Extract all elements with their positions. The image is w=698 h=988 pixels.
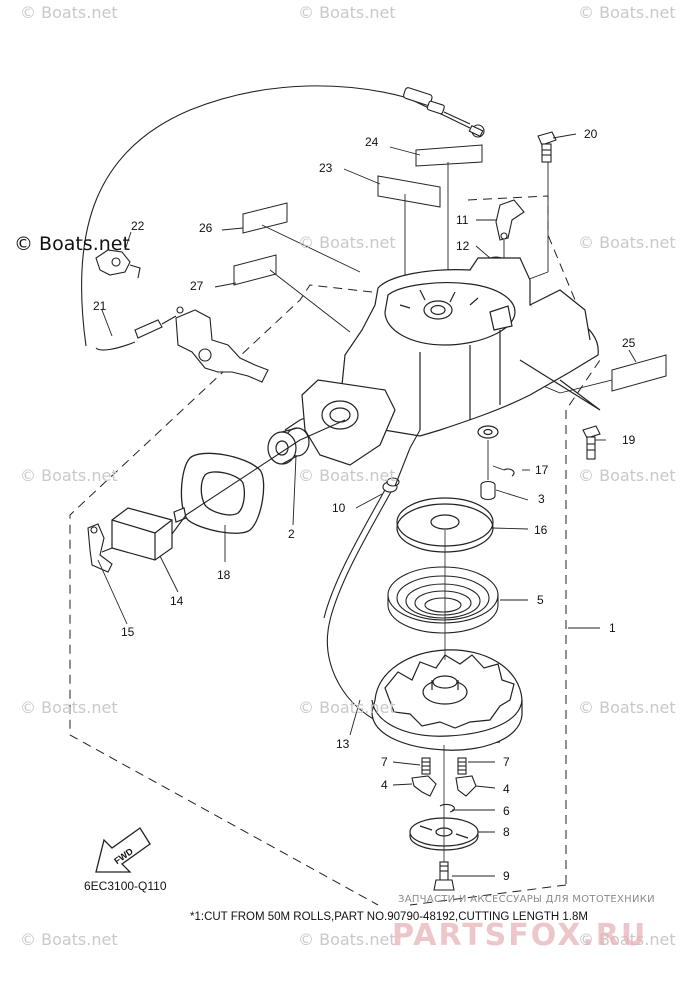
label-25 <box>611 354 667 392</box>
watermark-6: © Boats.net <box>578 233 676 252</box>
watermark-3: © Boats.net <box>578 3 676 22</box>
callout-1: 1 <box>609 621 616 635</box>
watermark-10: © Boats.net <box>20 698 118 717</box>
callout-4b: 4 <box>503 782 510 796</box>
callout-13: 13 <box>336 737 350 751</box>
callout-25: 25 <box>622 336 636 350</box>
handle-boot-18 <box>180 452 265 534</box>
watermark-5: © Boats.net <box>298 233 396 252</box>
callout-7b: 7 <box>503 755 510 769</box>
fwd-arrow-icon <box>95 827 151 873</box>
callout-26: 26 <box>199 221 213 235</box>
screw-9 <box>433 861 455 891</box>
pins-7 <box>421 757 467 775</box>
callout-23: 23 <box>319 161 333 175</box>
callout-leaders <box>97 439 606 877</box>
bolt-20 <box>537 131 557 163</box>
callout-15: 15 <box>121 625 135 639</box>
label-26 <box>242 202 288 234</box>
grommet-10 <box>382 429 421 493</box>
footnote: *1:CUT FROM 50M ROLLS,PART NO.90790-4819… <box>190 911 588 923</box>
label-27 <box>233 254 277 286</box>
spiral-spring-5 <box>387 566 499 634</box>
callout-9: 9 <box>503 869 510 883</box>
collar-3 <box>480 480 496 501</box>
label-23 <box>377 175 441 208</box>
watermark-15: © Boats.net <box>578 930 676 949</box>
callout-12: 12 <box>456 239 470 253</box>
pawls-4 <box>411 775 477 797</box>
callout-4a: 4 <box>381 778 388 792</box>
callout-20: 20 <box>584 127 598 141</box>
starter-rope <box>101 419 346 553</box>
watermark-4: © Boats.net <box>14 233 130 255</box>
callout-numbers: 1 2 3 4 4 5 6 7 7 8 9 10 11 12 13 14 15 … <box>93 127 636 883</box>
cable-end-hardware <box>403 87 485 138</box>
callout-11: 11 <box>456 213 469 227</box>
clip-6 <box>439 803 455 813</box>
assembly-boundary <box>69 195 601 906</box>
callout-5: 5 <box>537 593 544 607</box>
callout-2: 2 <box>288 527 295 541</box>
callout-21: 21 <box>93 299 107 313</box>
rope-clip-15 <box>87 523 113 573</box>
callout-24: 24 <box>365 135 379 149</box>
watermark-9: © Boats.net <box>578 466 676 485</box>
label-plates <box>233 144 667 392</box>
watermark-2: © Boats.net <box>298 3 396 22</box>
callout-10: 10 <box>332 501 346 515</box>
rope-drum <box>371 530 523 751</box>
diagram-code: 6EC3100-Q110 <box>84 879 167 893</box>
callout-14: 14 <box>170 594 184 608</box>
callout-16: 16 <box>534 523 548 537</box>
callout-8: 8 <box>503 825 510 839</box>
callout-7a: 7 <box>381 755 388 769</box>
callout-6: 6 <box>503 804 510 818</box>
shop-tagline: ЗАПЧАСТИ И АКСЕССУАРЫ ДЛЯ МОТОТЕХНИКИ <box>398 894 655 905</box>
throttle-link-assembly <box>95 249 269 383</box>
lever-11 <box>495 199 525 241</box>
callout-27: 27 <box>190 279 204 293</box>
callout-22: 22 <box>131 219 145 233</box>
roller-2 <box>267 427 310 465</box>
callout-3: 3 <box>538 492 545 506</box>
callout-18: 18 <box>217 568 231 582</box>
starter-housing <box>284 257 601 439</box>
starter-handle-14 <box>111 507 187 561</box>
callout-17: 17 <box>535 463 549 477</box>
callout-19: 19 <box>622 433 636 447</box>
cable-guide <box>301 379 396 466</box>
shop-logo: PARTSFOX.RU <box>392 918 648 953</box>
watermark-7: © Boats.net <box>20 466 118 485</box>
watermark-8: © Boats.net <box>298 466 396 485</box>
watermark-11: © Boats.net <box>298 698 396 717</box>
watermark-12: © Boats.net <box>578 698 676 717</box>
watermark-14: © Boats.net <box>298 930 396 949</box>
label-24 <box>415 144 483 167</box>
watermark-13: © Boats.net <box>20 930 118 949</box>
bolt-19 <box>582 425 601 460</box>
watermark-1: © Boats.net <box>20 3 118 22</box>
clip-17 <box>503 468 515 477</box>
